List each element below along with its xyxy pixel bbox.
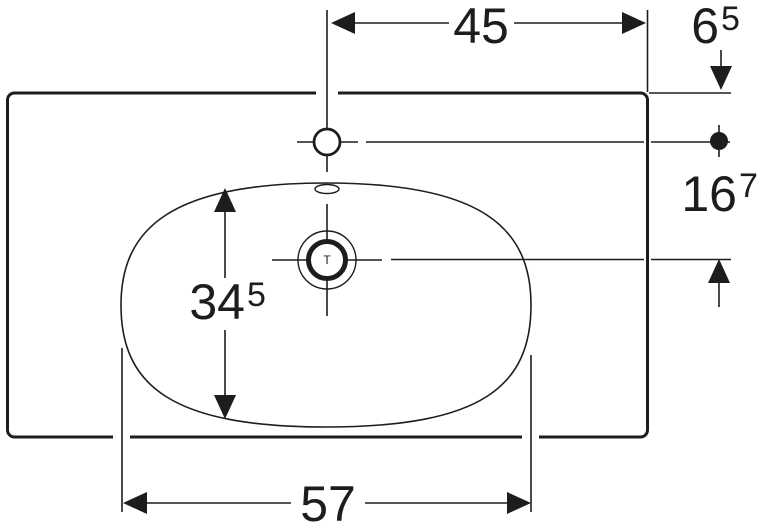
dim-57: 57	[121, 348, 532, 528]
faucet-hole	[297, 10, 358, 172]
dim-6-5: 6 5	[649, 0, 740, 94]
dim-45-arrowhead-right	[622, 12, 646, 34]
overflow-hole	[314, 183, 340, 195]
dim-45: 45	[331, 0, 649, 92]
dim-45-label: 45	[453, 0, 509, 54]
dim-16-7-arrowhead-up	[708, 259, 730, 283]
dim-16-7-value: 16	[681, 166, 737, 222]
drain-mark: T	[323, 253, 331, 267]
dim-57-arrowhead-left	[123, 492, 147, 514]
faucet-hole-circle	[312, 127, 342, 157]
dim-57-label: 57	[300, 476, 356, 528]
dim-6-5-arrowhead-down	[710, 66, 732, 90]
drain-hole: T	[272, 204, 382, 316]
dim-34-5-superscript: 5	[247, 276, 266, 314]
dim-16-7: 16 7	[366, 125, 758, 307]
dim-6-5-superscript: 5	[721, 0, 740, 38]
dim-16-7-dot-terminator	[710, 132, 728, 150]
dim-34-5-arrowhead-down	[214, 395, 236, 419]
dim-34-5-arrowhead-up	[214, 188, 236, 212]
dim-34-5-value: 34	[189, 274, 245, 330]
dim-16-7-superscript: 7	[739, 167, 758, 205]
dim-34-5: 34 5	[189, 188, 266, 419]
basin-outline	[120, 182, 532, 428]
dim-45-arrowhead-left	[331, 12, 355, 34]
dim-57-arrowhead-right	[507, 492, 531, 514]
dim-6-5-value: 6	[691, 0, 719, 54]
